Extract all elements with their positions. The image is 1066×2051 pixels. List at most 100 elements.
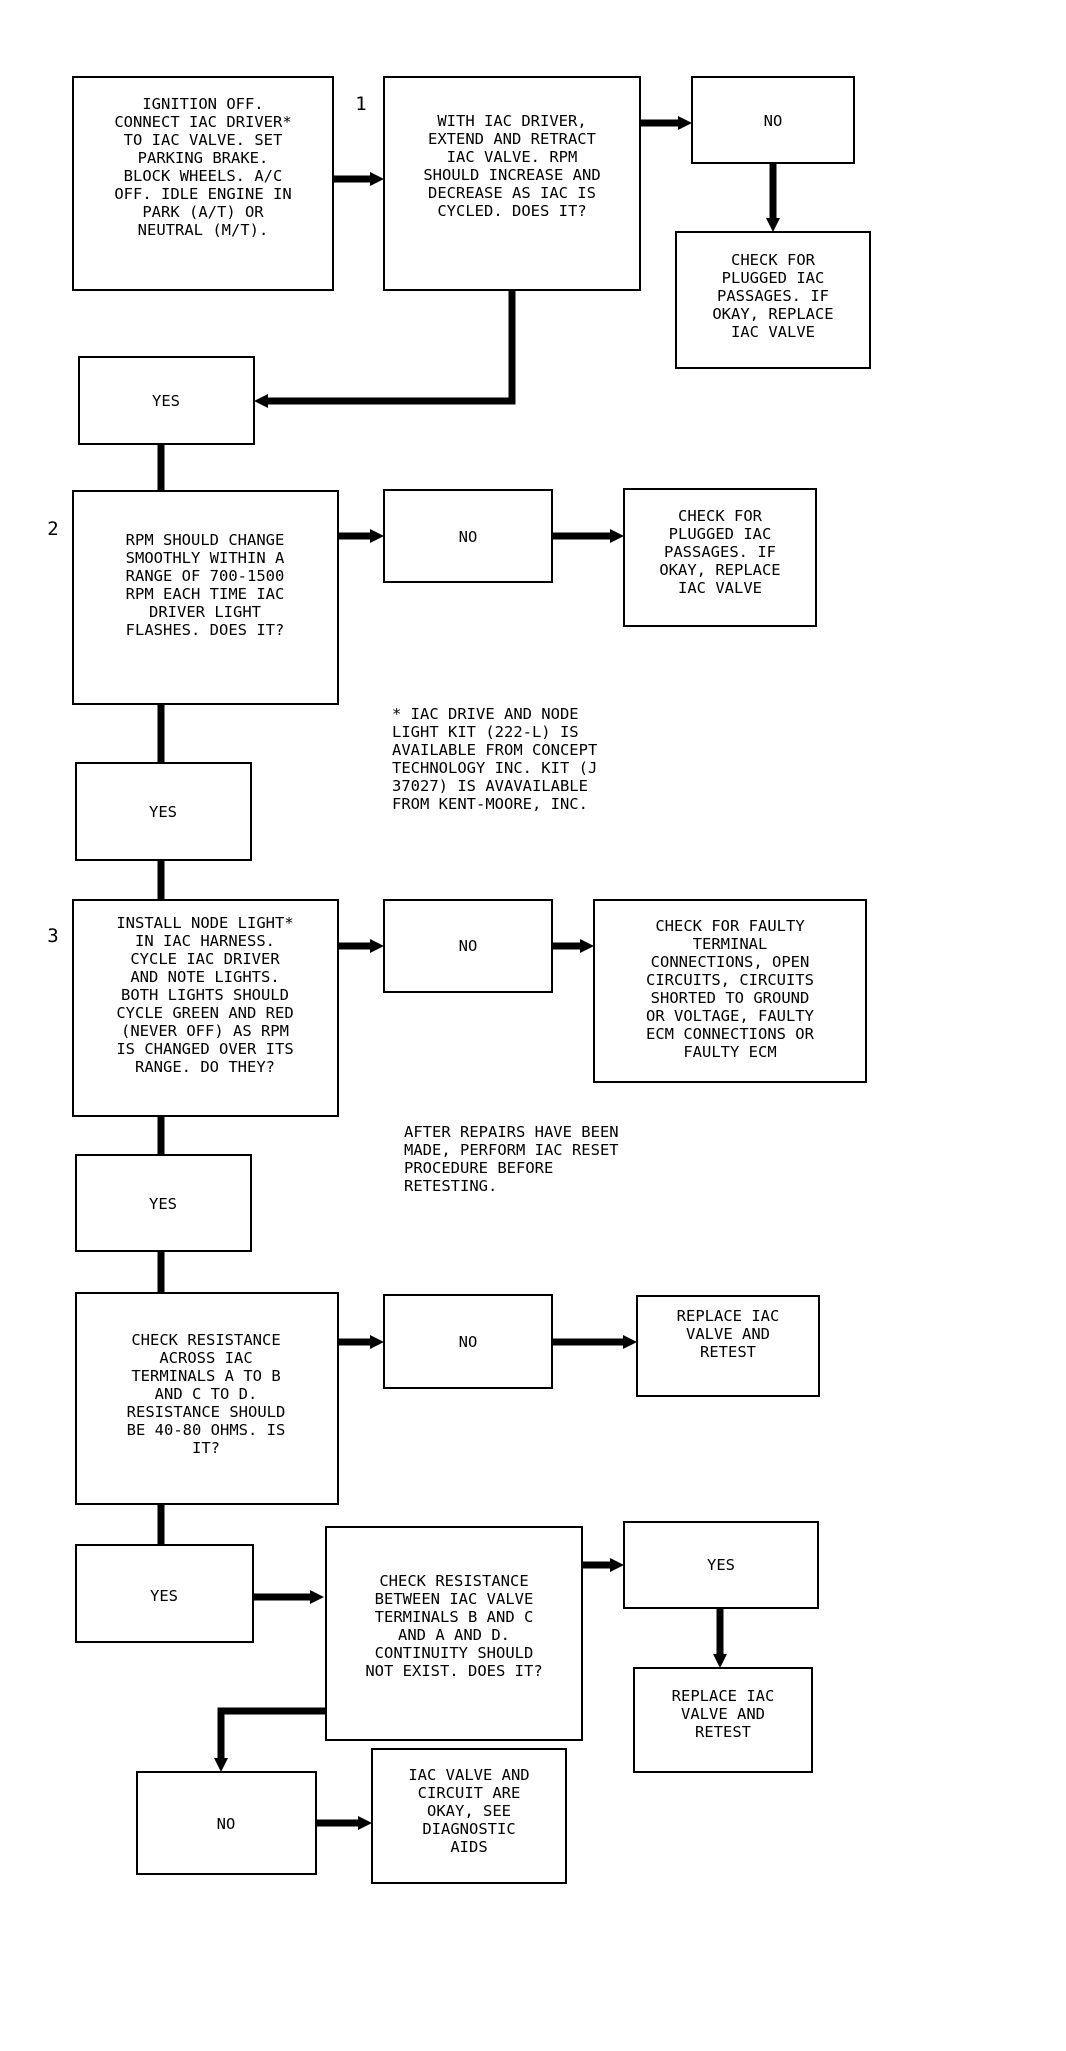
arrowhead-icon xyxy=(580,939,594,953)
box-line: PLUGGED IAC xyxy=(669,525,772,543)
no-label: NO xyxy=(459,528,478,546)
box-line: EXTEND AND RETRACT xyxy=(428,130,596,148)
step4-no-box: NO xyxy=(383,1294,553,1389)
box-line: BLOCK WHEELS. A/C xyxy=(124,167,283,185)
box-line: IN IAC HARNESS. xyxy=(135,932,275,950)
box-line: REPLACE IAC xyxy=(672,1687,775,1705)
step1-yes-box: YES xyxy=(78,356,255,445)
box-line: PARK (A/T) OR xyxy=(142,203,264,221)
box-line: CONNECT IAC DRIVER* xyxy=(114,113,291,131)
note-line: AFTER REPAIRS HAVE BEEN xyxy=(404,1123,619,1141)
arrowhead-icon xyxy=(766,218,780,232)
box-line: ECM CONNECTIONS OR xyxy=(646,1025,815,1043)
step5-no-box: NO xyxy=(136,1771,317,1875)
arrowhead-icon xyxy=(310,1590,324,1604)
arrowhead-icon xyxy=(370,939,384,953)
box-line: OFF. IDLE ENGINE IN xyxy=(114,185,291,203)
box-line: CHECK RESISTANCE xyxy=(131,1331,280,1349)
step1-start-box: IGNITION OFF.CONNECT IAC DRIVER*TO IAC V… xyxy=(72,76,334,291)
box-line: RPM EACH TIME IAC xyxy=(126,585,285,603)
connectors xyxy=(157,116,780,1830)
box-line: TERMINAL xyxy=(693,935,768,953)
box-line: SHOULD INCREASE AND xyxy=(423,166,600,184)
box-line: IGNITION OFF. xyxy=(142,95,263,113)
box-line: BETWEEN IAC VALVE xyxy=(375,1590,534,1608)
box-line: FLASHES. DOES IT? xyxy=(126,621,285,639)
box-line: IAC VALVE AND xyxy=(408,1766,529,1784)
box-line: RPM SHOULD CHANGE xyxy=(126,531,285,549)
box-line: NOT EXIST. DOES IT? xyxy=(365,1662,542,1680)
no-label: NO xyxy=(459,937,478,955)
yes-label: YES xyxy=(152,392,180,410)
note-line: * IAC DRIVE AND NODE xyxy=(392,705,579,723)
box-line: VALVE AND xyxy=(681,1705,765,1723)
arrowhead-icon xyxy=(370,172,384,186)
box-line: RANGE. DO THEY? xyxy=(135,1058,275,1076)
box-line: TO IAC VALVE. SET xyxy=(124,131,283,149)
yes-label: YES xyxy=(149,803,177,821)
note-line: LIGHT KIT (222-L) IS xyxy=(392,723,579,741)
step2-no-box: NO xyxy=(383,489,553,583)
box-line: ACROSS IAC xyxy=(159,1349,252,1367)
note-line: FROM KENT-MOORE, INC. xyxy=(392,795,588,813)
arrowhead-icon xyxy=(254,394,268,408)
note-line: PROCEDURE BEFORE xyxy=(404,1159,553,1177)
box-line: PASSAGES. IF xyxy=(664,543,776,561)
arrowhead-icon xyxy=(370,1335,384,1349)
box-line: OKAY, SEE xyxy=(427,1802,511,1820)
box-line: RETEST xyxy=(700,1343,756,1361)
step3-question-box: INSTALL NODE LIGHT*IN IAC HARNESS.CYCLE … xyxy=(72,899,339,1117)
arrowhead-icon xyxy=(713,1654,727,1668)
arrowhead-icon xyxy=(610,1558,624,1572)
box-line: CONTINUITY SHOULD xyxy=(375,1644,534,1662)
box-line: NEUTRAL (M/T). xyxy=(138,221,269,239)
connector-q5-to-no xyxy=(217,1707,326,1760)
box-line: IAC VALVE. RPM xyxy=(447,148,578,166)
box-line: SMOOTHLY WITHIN A xyxy=(126,549,285,567)
box-line: TERMINALS A TO B xyxy=(131,1367,280,1385)
box-line: PASSAGES. IF xyxy=(717,287,829,305)
box-line: (NEVER OFF) AS RPM xyxy=(121,1022,289,1040)
arrowhead-icon xyxy=(214,1758,228,1772)
box-line: CYCLE IAC DRIVER xyxy=(130,950,280,968)
box-line: CHECK FOR FAULTY xyxy=(655,917,805,935)
box-line: AND NOTE LIGHTS. xyxy=(130,968,279,986)
box-line: SHORTED TO GROUND xyxy=(651,989,810,1007)
box-line: DRIVER LIGHT xyxy=(149,603,261,621)
yes-label: YES xyxy=(149,1195,177,1213)
box-line: IAC VALVE xyxy=(678,579,762,597)
connector-q1-to-yes1 xyxy=(266,290,516,405)
step-number: 1 xyxy=(355,93,366,115)
box-line: OR VOLTAGE, FAULTY xyxy=(646,1007,815,1025)
arrowhead-icon xyxy=(623,1335,637,1349)
step1-no-box: NO xyxy=(691,76,855,164)
box-line: IT? xyxy=(192,1439,220,1457)
box-line: BE 40-80 OHMS. IS xyxy=(127,1421,286,1439)
step-number: 3 xyxy=(47,925,58,947)
step5-yes-box: YES xyxy=(623,1521,819,1609)
box-line: CONNECTIONS, OPEN xyxy=(651,953,810,971)
box-line: TERMINALS B AND C xyxy=(375,1608,534,1626)
box-line: IAC VALVE xyxy=(731,323,815,341)
note-line: 37027) IS AVAVAILABLE xyxy=(392,777,588,795)
box-line: FAULTY ECM xyxy=(683,1043,776,1061)
box-line: AND A AND D. xyxy=(398,1626,510,1644)
note-line: RETESTING. xyxy=(404,1177,497,1195)
box-line: PLUGGED IAC xyxy=(722,269,825,287)
note-line: TECHNOLOGY INC. KIT (J xyxy=(392,759,597,777)
